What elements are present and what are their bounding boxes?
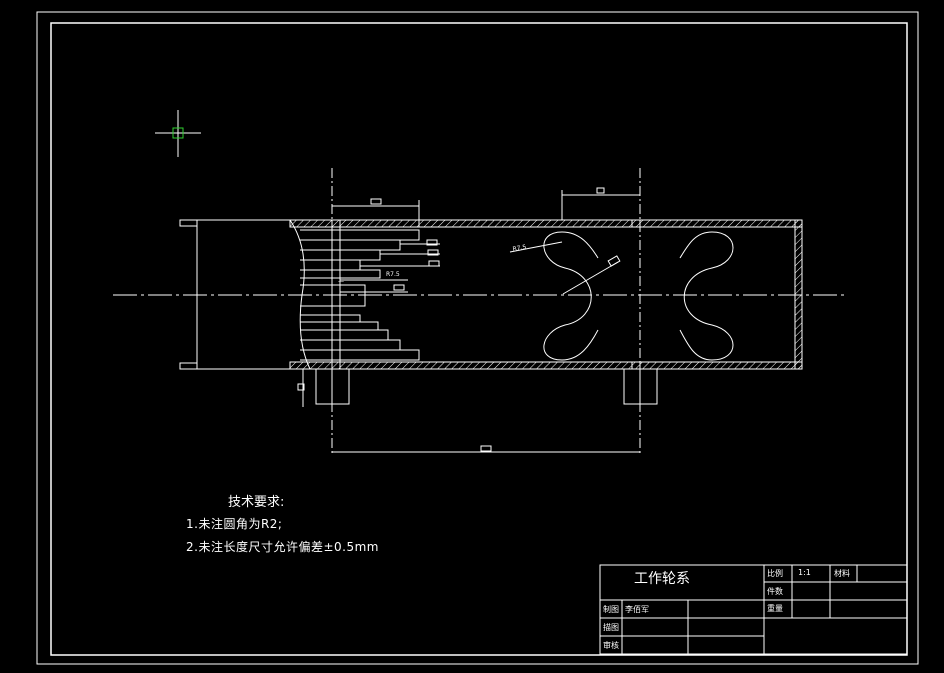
designed-label: 描图 [603,623,619,632]
roller-body [179,219,803,370]
crosshair-cursor-icon[interactable] [155,110,201,157]
inner-frame [50,22,908,656]
dimension-lines-left [332,198,440,293]
dimension-top-right [561,187,640,220]
drawn-label: 制图 [603,605,619,614]
checked-label: 审核 [603,641,619,650]
wave-profile-right [679,231,734,361]
stepped-profile [300,229,420,361]
tech-requirements-heading: 技术要求: [228,495,285,510]
wave-profile-link-2 [679,231,713,259]
scale-label: 比例 [767,569,783,578]
supports [297,368,658,407]
wave-profile-left [543,231,599,361]
wave-profile-link [561,231,599,259]
dimension-bottom [332,445,640,453]
tech-requirement-2: 2.未注长度尺寸允许偏差±0.5mm [186,540,379,554]
weight-label: 重量 [767,604,783,613]
tech-requirement-1: 1.未注圆角为R2; [186,517,283,531]
parts-label: 件数 [767,587,783,596]
radius-label-right: R7.5 [512,244,527,253]
drawing-name: 工作轮系 [634,571,690,587]
outer-frame [36,11,919,665]
material-label: 材料 [834,569,850,578]
drawn-by: 李佰军 [625,605,649,614]
minus-label: — [338,278,344,285]
radius-label-left: R7.5 [386,271,400,278]
radius-leaders [509,241,621,295]
title-block [599,564,908,655]
scale-value: 1:1 [798,568,811,577]
